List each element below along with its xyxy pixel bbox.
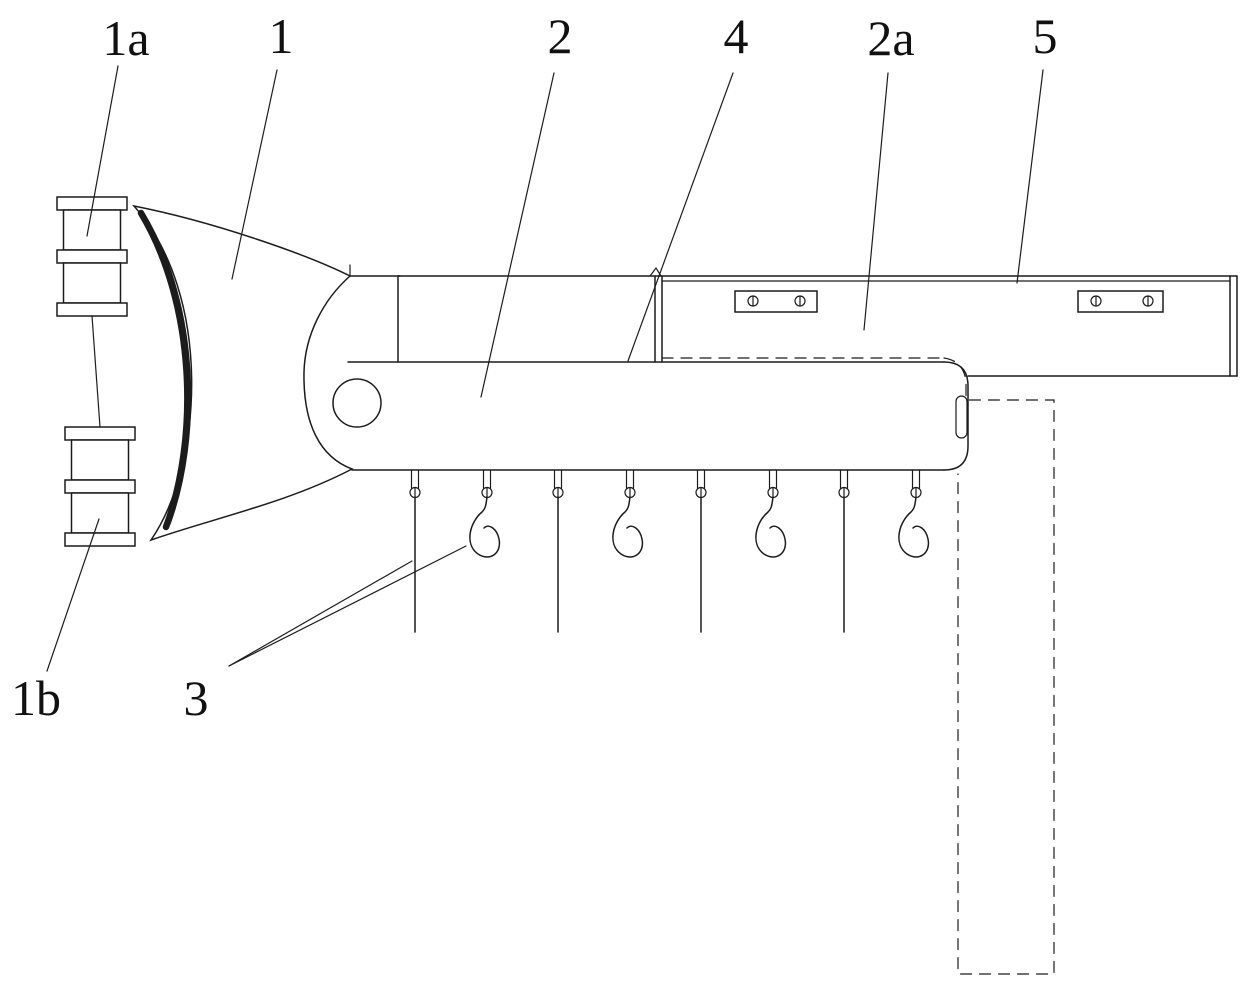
- upper-bar: [397, 266, 1238, 377]
- pivot-circle: [332, 378, 382, 428]
- hidden-column-outline: [943, 357, 1055, 975]
- lower-arm-right-cap: [943, 361, 969, 471]
- hanger-hook-4: [898, 469, 930, 558]
- hanger-wire-4: [838, 469, 850, 633]
- leader-3a: [228, 560, 413, 667]
- leader-lines: [46, 65, 1044, 672]
- label-5: 5: [1033, 8, 1058, 64]
- hanger-wire-1: [409, 469, 421, 633]
- spool-link-wire: [91, 315, 101, 428]
- leader-4: [627, 72, 734, 362]
- hanger-wire-2: [552, 469, 564, 633]
- label-4: 4: [724, 8, 749, 64]
- blade-arc: [137, 209, 191, 531]
- leader-5: [1016, 69, 1044, 284]
- label-2a: 2a: [867, 10, 914, 66]
- leader-1b: [46, 518, 100, 672]
- reference-labels: 1a 1 2 4 2a 5 1b 3: [11, 8, 1058, 726]
- lower-arm: [332, 361, 969, 471]
- spool-bottom: [64, 426, 136, 547]
- jaw-outline: [131, 204, 354, 542]
- label-1b: 1b: [11, 670, 61, 726]
- hanger-hook-1: [469, 469, 501, 558]
- blade-arc-echo: [145, 216, 192, 525]
- label-1: 1: [269, 8, 294, 64]
- leader-2: [480, 72, 555, 398]
- leader-1: [231, 69, 278, 280]
- leader-2a: [863, 72, 889, 331]
- hanger-hook-3: [755, 469, 787, 558]
- hanger-wire-3: [695, 469, 707, 633]
- hanger-hook-2: [612, 469, 644, 558]
- gripper-jaw: [131, 204, 401, 542]
- label-3: 3: [184, 670, 209, 726]
- leader-3b: [228, 545, 467, 667]
- hangers: [409, 469, 930, 633]
- spool-top: [56, 196, 128, 317]
- mount-bracket-left: [734, 290, 818, 313]
- hidden-outline: [661, 357, 1055, 975]
- arm-end-slot: [955, 395, 968, 439]
- leader-1a: [86, 65, 119, 237]
- mount-bracket-right: [1077, 290, 1164, 313]
- label-1a: 1a: [102, 10, 149, 66]
- label-2: 2: [548, 8, 573, 64]
